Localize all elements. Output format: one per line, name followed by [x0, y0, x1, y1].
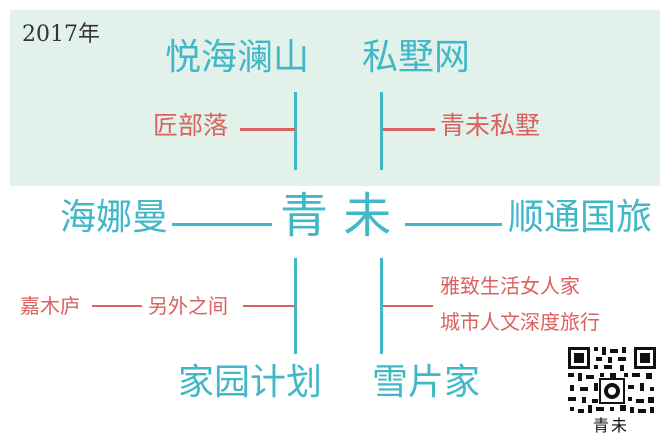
- qr-caption: 青未: [590, 417, 633, 435]
- branch-line-lower-right: [383, 305, 433, 307]
- connector-right: [405, 223, 502, 226]
- branch-upper-left: 匠部落: [153, 111, 229, 140]
- node-right: 顺通国旅: [508, 197, 653, 238]
- connector-top-right: [380, 92, 383, 170]
- center-node: 青 未: [280, 188, 392, 244]
- top-band: [10, 10, 660, 186]
- branch-line-lower-left-b: [243, 305, 295, 307]
- connector-bottom-left: [294, 258, 297, 354]
- node-top-right: 私墅网: [362, 37, 471, 78]
- branch-upper-right: 青未私墅: [440, 111, 541, 140]
- branch-lower-left-a: 嘉木庐: [20, 294, 80, 318]
- node-bottom-left: 家园计划: [178, 362, 323, 403]
- node-top-left: 悦海澜山: [165, 37, 310, 78]
- node-bottom-right: 雪片家: [372, 362, 481, 403]
- connector-top-left: [294, 92, 297, 170]
- connector-left: [172, 223, 272, 226]
- year-label: 2017年: [22, 22, 100, 47]
- branch-line-lower-left-a: [92, 305, 142, 307]
- branch-lower-left-b: 另外之间: [148, 294, 228, 318]
- node-left: 海娜曼: [60, 197, 169, 238]
- connector-bottom-right: [380, 258, 383, 354]
- branch-lower-right-2: 城市人文深度旅行: [440, 310, 600, 334]
- branch-lower-right-1: 雅致生活女人家: [440, 274, 580, 298]
- branch-line-upper-right: [383, 128, 435, 131]
- branch-line-upper-left: [240, 128, 295, 131]
- qr-code: 青未: [566, 345, 658, 437]
